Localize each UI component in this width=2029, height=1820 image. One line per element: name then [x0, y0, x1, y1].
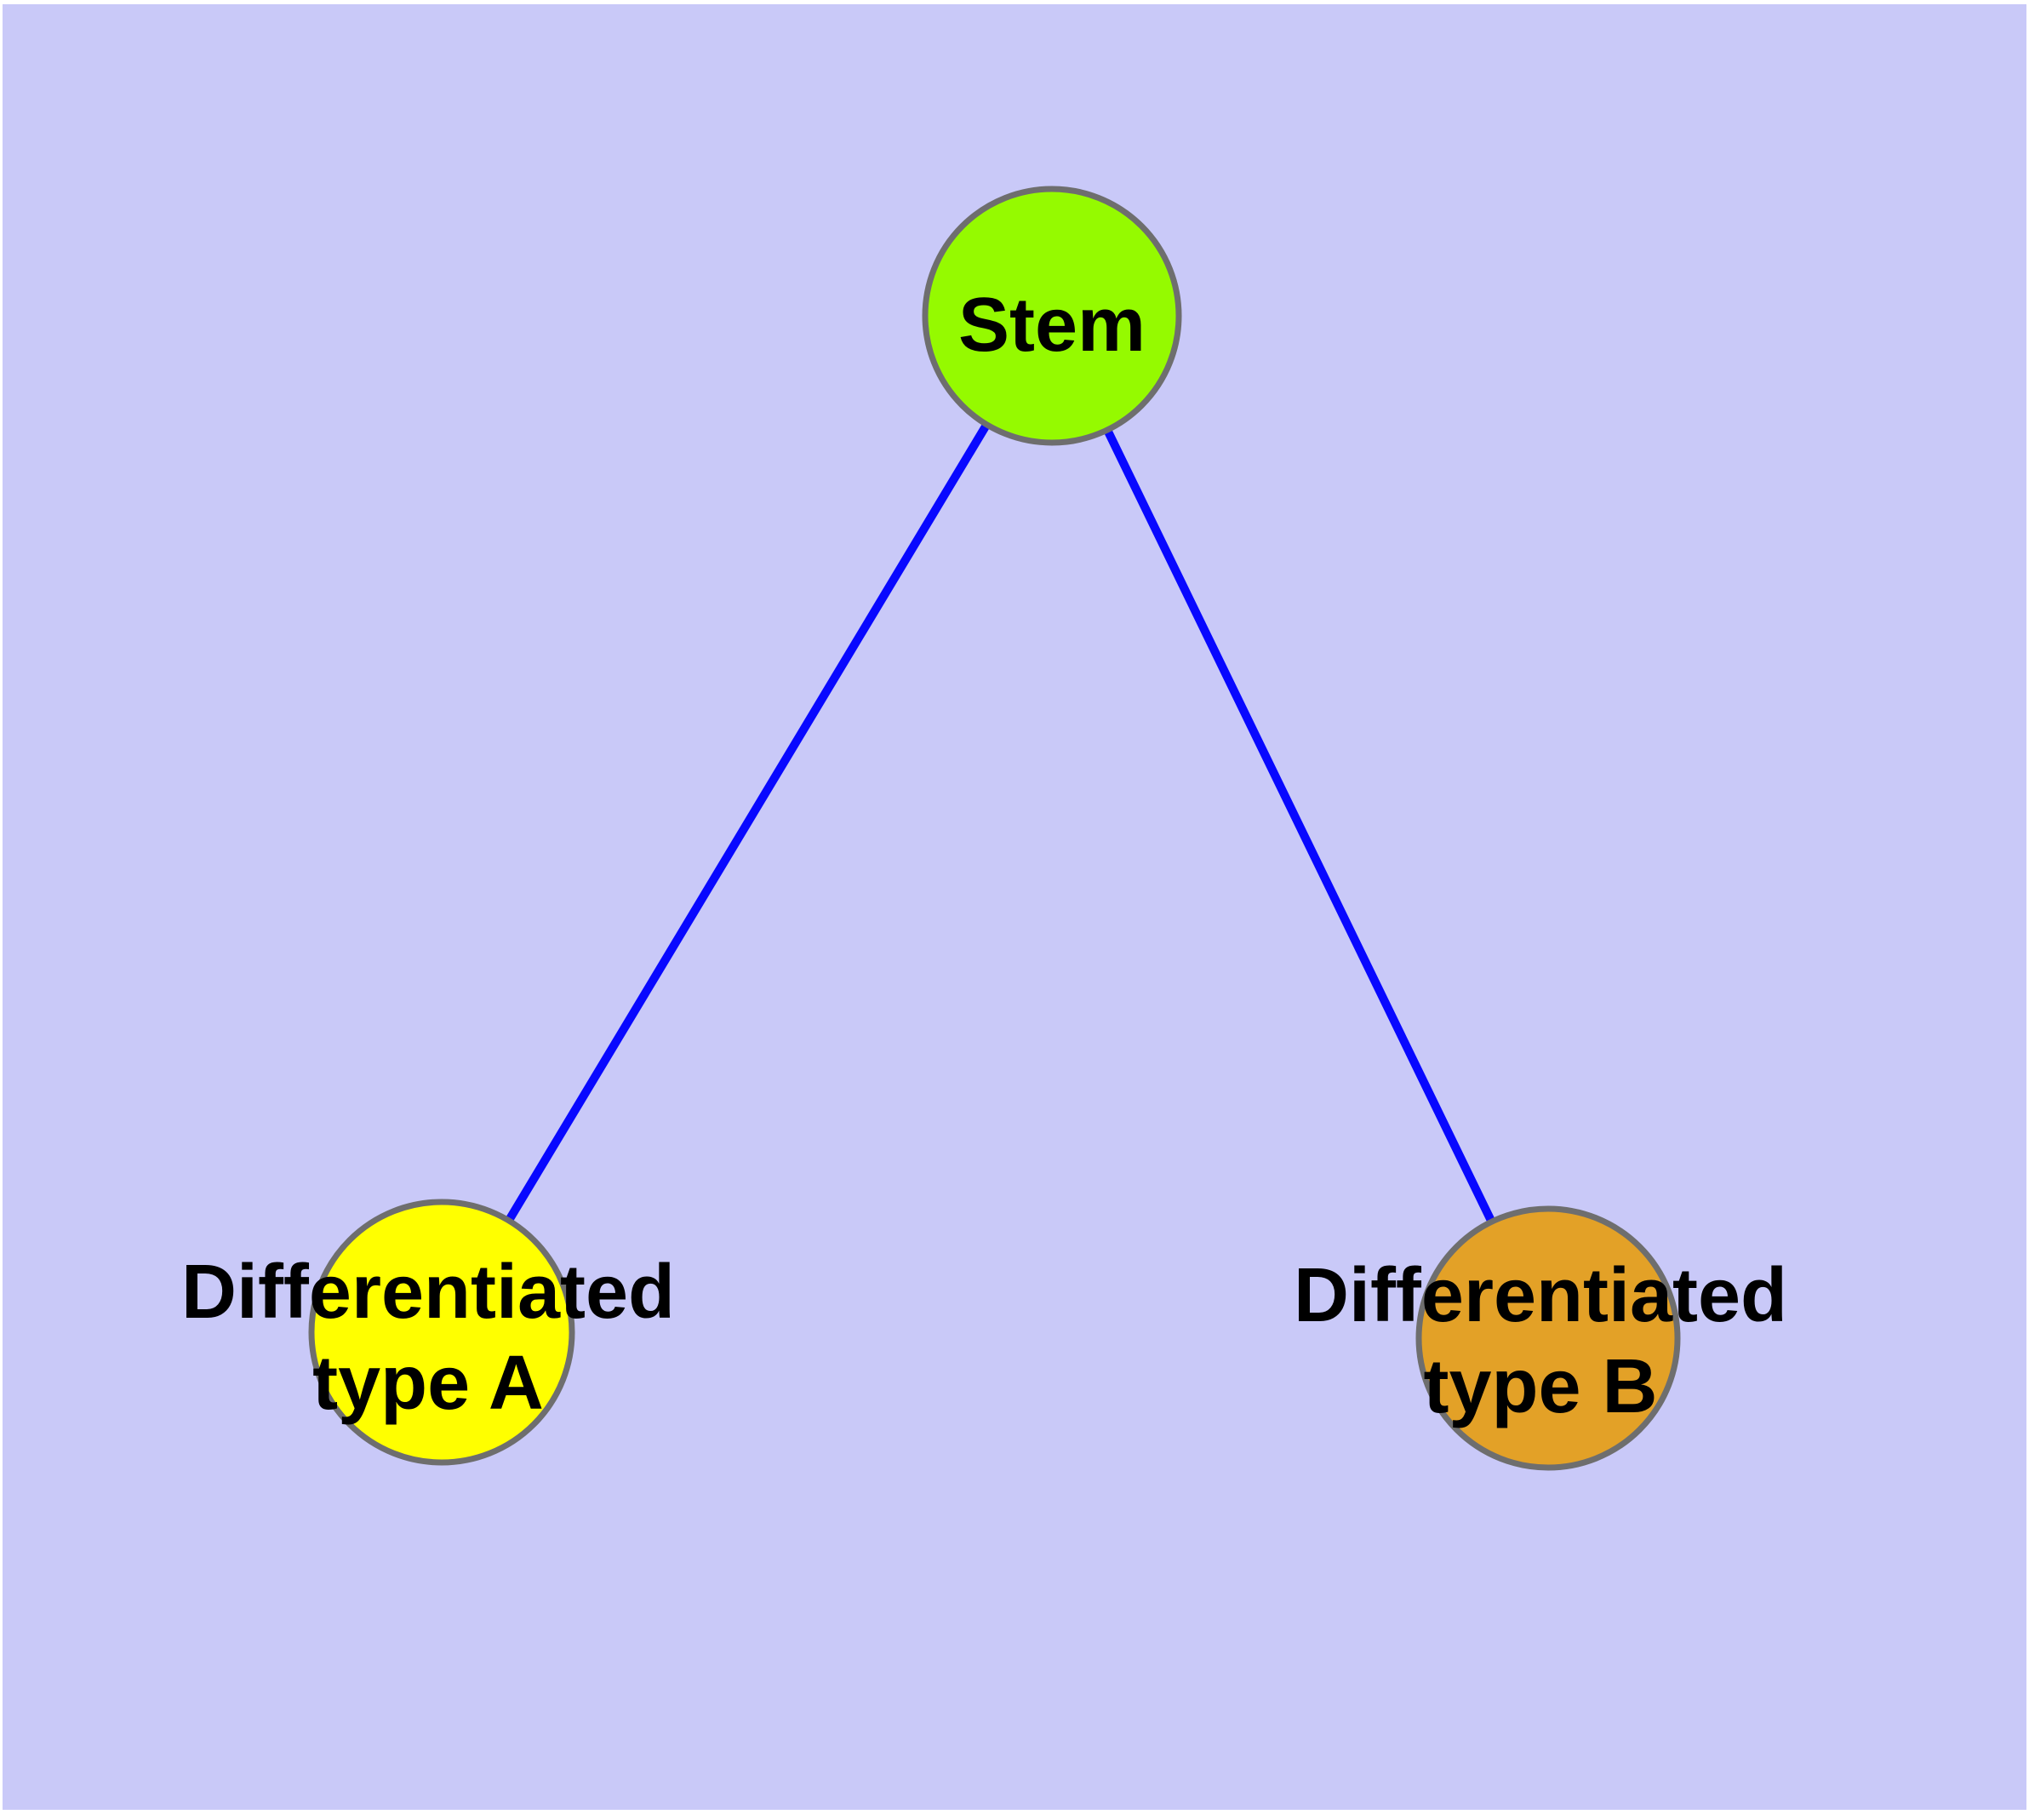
node-stem-label: Stem — [958, 283, 1146, 368]
edge-stem-to-type-b — [1048, 312, 1552, 1342]
node-type-a-label-line2: type A — [312, 1341, 544, 1426]
node-differentiated-type-a-circle — [308, 1199, 575, 1466]
node-type-b-label-line2: type B — [1423, 1344, 1657, 1429]
node-type-a-label-line1: Differentiated — [181, 1250, 675, 1335]
node-stem-circle — [922, 186, 1182, 446]
node-differentiated-type-b-circle — [1415, 1205, 1681, 1471]
edge-stem-to-type-a — [437, 312, 1056, 1336]
node-type-b-label-line1: Differentiated — [1294, 1253, 1787, 1338]
